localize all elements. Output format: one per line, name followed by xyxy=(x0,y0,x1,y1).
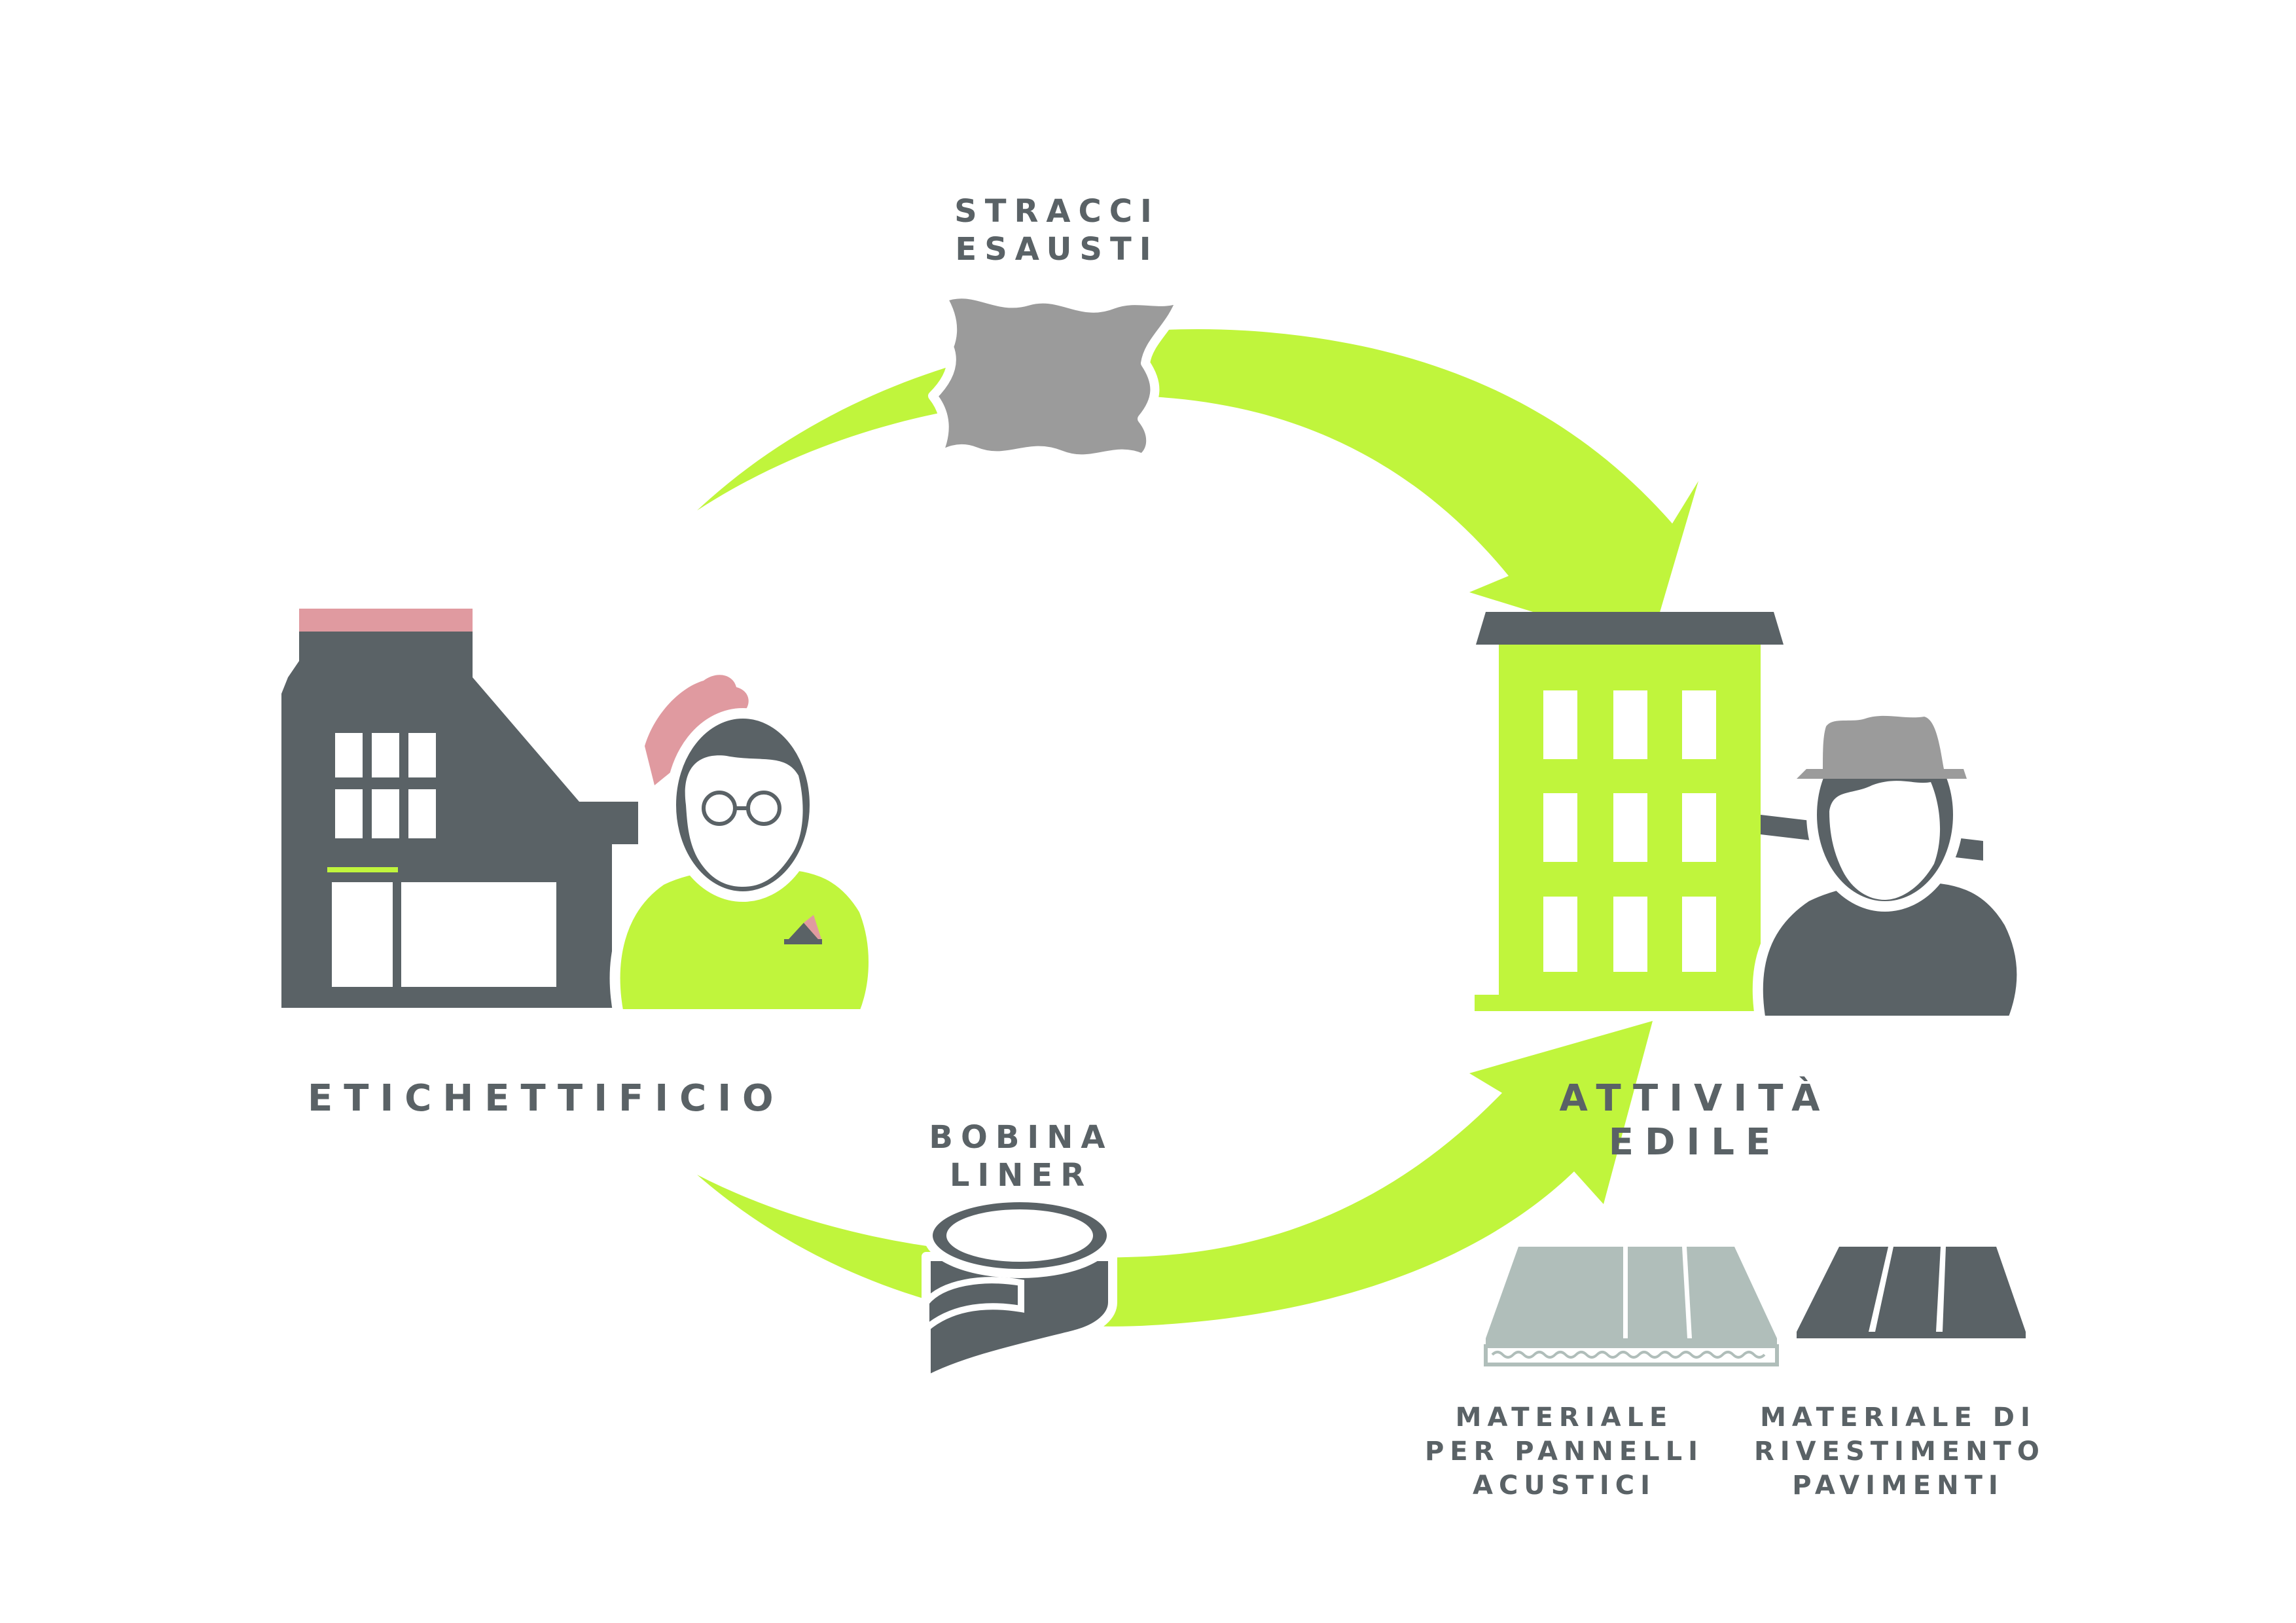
product-1-line-2: PER PANNELLI xyxy=(1424,1436,1704,1467)
building-roof xyxy=(1476,612,1784,645)
product-2-label: MATERIALE DI RIVESTIMENTO PAVIMENTI xyxy=(1754,1400,2042,1503)
top-item-line-2: ESAUSTI xyxy=(955,230,1159,268)
hat xyxy=(1797,715,1967,779)
destination-label: ATTIVITÀ EDILE xyxy=(1532,1077,1859,1164)
top-flow-arrow xyxy=(697,329,1698,648)
top-item-label: STRACCI ESAUSTI xyxy=(910,193,1204,268)
bottom-item-line-1: BOBINA xyxy=(929,1119,1113,1156)
roll-top-hole xyxy=(946,1209,1093,1262)
top-arrow-shape xyxy=(697,329,1698,648)
top-item-line-1: STRACCI xyxy=(954,193,1160,230)
acoustic-panel-icon xyxy=(1484,1247,1779,1366)
product-1-line-1: MATERIALE xyxy=(1455,1402,1674,1433)
product-2-line-3: PAVIMENTI xyxy=(1792,1471,2004,1501)
bottom-item-label: BOBINA LINER xyxy=(890,1119,1152,1194)
rag-shape xyxy=(928,289,1186,464)
floor-covering-icon xyxy=(1797,1247,2026,1338)
product-1-line-3: ACUSTICI xyxy=(1472,1471,1656,1501)
factory-window xyxy=(401,882,556,987)
factory-icon xyxy=(281,609,658,1008)
liner-roll-icon xyxy=(922,1193,1117,1385)
product-2-line-2: RIVESTIMENTO xyxy=(1754,1436,2045,1467)
face xyxy=(685,755,803,887)
face xyxy=(1829,781,1941,900)
product-1-label: MATERIALE PER PANNELLI ACUSTICI xyxy=(1420,1400,1708,1503)
factory-stripe xyxy=(327,867,398,872)
bottom-item-line-2: LINER xyxy=(949,1156,1093,1194)
source-label: ETICHETTIFICIO xyxy=(308,1077,779,1120)
destination-line-1: ATTIVITÀ xyxy=(1559,1077,1831,1120)
destination-line-2: EDILE xyxy=(1608,1121,1782,1164)
worker-hat-icon xyxy=(1752,715,2028,1026)
roll-tail xyxy=(923,1277,1024,1336)
source-name: ETICHETTIFICIO xyxy=(308,1077,785,1120)
product-2-line-1: MATERIALE DI xyxy=(1760,1402,2036,1433)
factory-roof-band xyxy=(299,609,473,632)
worker-glasses-icon xyxy=(609,675,879,1020)
factory-door xyxy=(332,882,393,987)
apartment-building-icon xyxy=(1475,612,1784,1011)
rag-icon xyxy=(928,289,1186,464)
